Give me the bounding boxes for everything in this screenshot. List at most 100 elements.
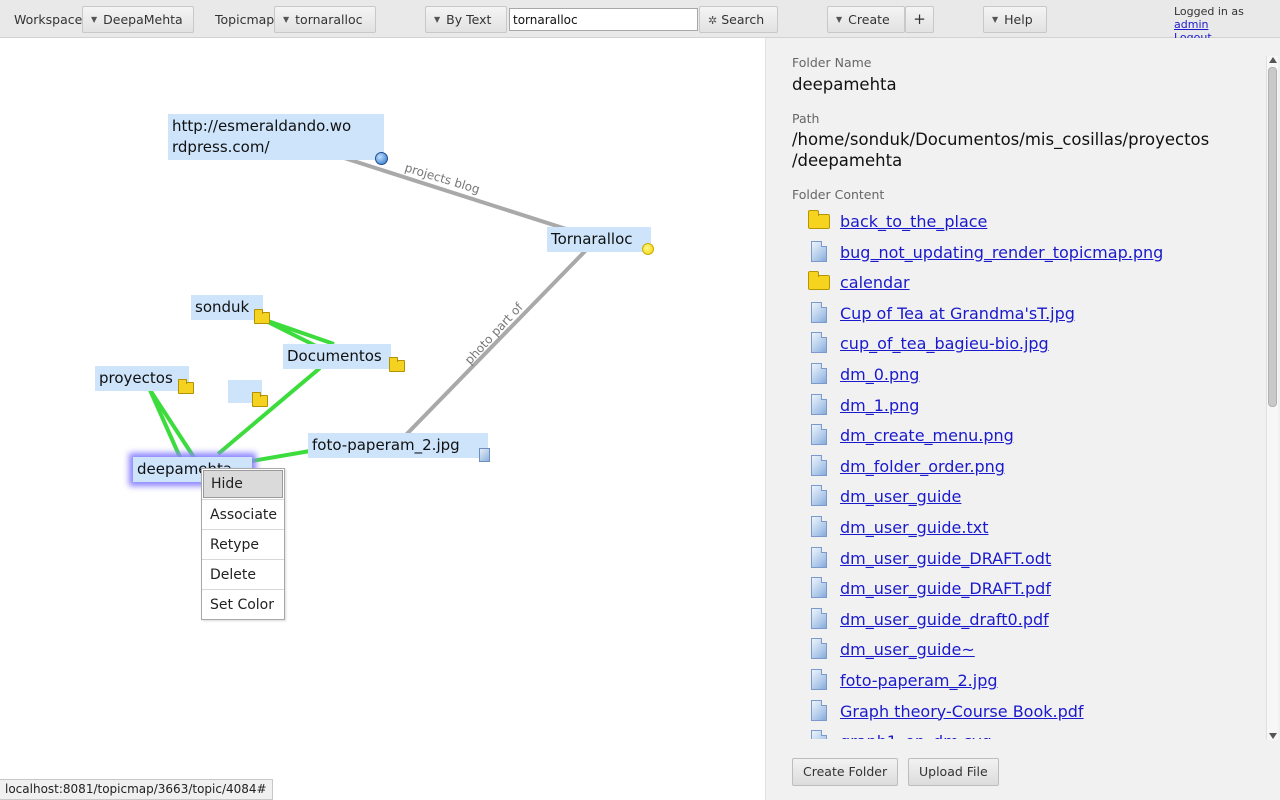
edge-photo-part-of[interactable]: [398, 242, 594, 443]
topicmap-canvas[interactable]: projects blog photo part of http://esmer…: [0, 38, 765, 800]
dropdown-triangle-icon: ▼: [434, 15, 441, 24]
folder-icon: [254, 309, 270, 324]
folder-content-link[interactable]: dm_user_guide~: [840, 640, 975, 660]
folder-content-link[interactable]: back_to_the_place: [840, 212, 988, 231]
user-link[interactable]: admin: [1174, 18, 1209, 31]
folder-icon: [389, 357, 405, 372]
search-mode-label: By Text: [446, 12, 492, 27]
workspace-select-label: DeepaMehta: [103, 12, 183, 27]
topic-tornaralloc[interactable]: Tornaralloc: [547, 227, 651, 252]
scroll-down-arrow-icon[interactable]: [1269, 733, 1277, 739]
search-button-label: Search: [721, 12, 765, 27]
dropdown-triangle-icon: ▼: [283, 15, 290, 24]
folder-content-link[interactable]: bug_not_updating_render_topicmap.png: [840, 242, 1164, 262]
path-value-line1: /home/sonduk/Documentos/mis_cosillas/pro…: [792, 130, 1210, 149]
edge-documentos-deepamehta[interactable]: [216, 366, 322, 456]
menu-item-hide[interactable]: Hide: [203, 470, 283, 498]
create-select[interactable]: ▼Create: [827, 6, 905, 33]
folder-content-link[interactable]: cup_of_tea_bagieu-bio.jpg: [840, 334, 1049, 354]
workspace-select[interactable]: ▼DeepaMehta: [82, 6, 194, 33]
topic-proyectos[interactable]: proyectos: [95, 366, 189, 391]
folder-content-item[interactable]: cup_of_tea_bagieu-bio.jpg: [792, 328, 1262, 359]
file-icon: [811, 485, 827, 507]
folder-content-link[interactable]: dm_user_guide_DRAFT.odt: [840, 548, 1052, 568]
folder-content-item[interactable]: dm_create_menu.png: [792, 420, 1262, 451]
upload-file-button[interactable]: Upload File: [908, 758, 999, 786]
file-icon: [811, 424, 827, 446]
folder-content-link[interactable]: dm_user_guide.txt: [840, 517, 989, 537]
menu-item-retype[interactable]: Retype: [202, 529, 284, 559]
menu-item-delete[interactable]: Delete: [202, 559, 284, 589]
scroll-up-arrow-icon[interactable]: [1269, 57, 1277, 63]
logged-in-text: Logged in as: [1174, 5, 1244, 18]
search-input[interactable]: [509, 8, 698, 31]
edge-proyectos-deepamehta-2[interactable]: [148, 389, 185, 465]
folder-content-link[interactable]: Cup of Tea at Grandma'sT.jpg: [840, 303, 1075, 323]
search-mode-select[interactable]: ▼ By Text: [425, 6, 507, 33]
file-icon: [811, 730, 827, 739]
topicmap-select-label: tornaralloc: [295, 12, 363, 27]
folder-content-item[interactable]: dm_folder_order.png: [792, 451, 1262, 482]
folder-content-item[interactable]: dm_user_guide_draft0.pdf: [792, 604, 1262, 635]
folder-icon: [178, 379, 194, 394]
folder-content-item[interactable]: foto-paperam_2.jpg: [792, 665, 1262, 696]
topic-sonduk[interactable]: sonduk: [191, 295, 263, 320]
folder-content-item[interactable]: dm_0.png: [792, 359, 1262, 390]
folder-content-item[interactable]: dm_user_guide: [792, 481, 1262, 512]
folder-content-item[interactable]: Graph theory-Course Book.pdf: [792, 696, 1262, 727]
folder-content-link[interactable]: calendar: [840, 273, 910, 293]
folder-name-label: Folder Name: [792, 55, 872, 70]
file-icon: [811, 699, 827, 721]
workspace-label: Workspace: [14, 12, 83, 27]
path-label: Path: [792, 111, 820, 126]
file-icon: [811, 301, 827, 323]
edge-projects-blog[interactable]: [337, 154, 586, 237]
folder-content-item[interactable]: dm_1.png: [792, 390, 1262, 421]
file-icon: [811, 362, 827, 384]
folder-content-item[interactable]: dm_user_guide.txt: [792, 512, 1262, 543]
file-icon: [811, 546, 827, 568]
search-button[interactable]: ✲Search: [699, 6, 778, 33]
folder-content-item[interactable]: calendar: [792, 267, 1262, 298]
help-menu[interactable]: ▼Help: [983, 6, 1047, 33]
file-icon: [811, 515, 827, 537]
folder-content-link[interactable]: dm_user_guide_DRAFT.pdf: [840, 579, 1051, 599]
folder-content-link[interactable]: Graph theory-Course Book.pdf: [840, 701, 1084, 721]
folder-content-link[interactable]: dm_create_menu.png: [840, 426, 1014, 446]
folder-content-link[interactable]: dm_0.png: [840, 364, 920, 384]
topicmap-select[interactable]: ▼ tornaralloc: [274, 6, 376, 33]
folder-content-list[interactable]: back_to_the_place bug_not_updating_render…: [792, 206, 1262, 739]
folder-content-link[interactable]: foto-paperam_2.jpg: [840, 670, 998, 690]
topic-documentos[interactable]: Documentos: [283, 344, 391, 369]
folder-content-link[interactable]: dm_1.png: [840, 395, 920, 415]
edge-deepamehta-foto[interactable]: [251, 449, 311, 463]
folder-content-link[interactable]: dm_folder_order.png: [840, 456, 1005, 476]
folder-content-item[interactable]: graph1_en_dm.svg: [792, 726, 1262, 739]
menu-item-associate[interactable]: Associate: [202, 499, 284, 529]
folder-content-item[interactable]: dm_user_guide~: [792, 634, 1262, 665]
folder-content-link[interactable]: graph1_en_dm.svg: [840, 732, 992, 739]
folder-content-label: Folder Content: [792, 187, 885, 202]
topicmap-label: Topicmap: [215, 12, 275, 27]
folder-content-item[interactable]: bug_not_updating_render_topicmap.png: [792, 237, 1262, 268]
gear-icon: ✲: [708, 14, 718, 27]
folder-content-item[interactable]: back_to_the_place: [792, 206, 1262, 237]
scrollbar-thumb[interactable]: [1268, 67, 1277, 407]
folder-icon: [808, 210, 830, 229]
folder-content-item[interactable]: dm_user_guide_DRAFT.pdf: [792, 573, 1262, 604]
menu-item-set-color[interactable]: Set Color: [202, 589, 284, 619]
topic-blog-url[interactable]: http://esmeraldando.wo rdpress.com/: [168, 114, 384, 160]
folder-content-link[interactable]: dm_user_guide: [840, 487, 962, 507]
association-edges: projects blog photo part of: [148, 154, 594, 465]
create-folder-button[interactable]: Create Folder: [792, 758, 899, 786]
folder-content-item[interactable]: Cup of Tea at Grandma'sT.jpg: [792, 298, 1262, 329]
panel-scrollbar[interactable]: [1266, 56, 1278, 740]
edge-proyectos-deepamehta[interactable]: [148, 388, 199, 464]
create-select-label: Create: [848, 12, 890, 27]
file-icon: [811, 454, 827, 476]
folder-content-item[interactable]: dm_user_guide_DRAFT.odt: [792, 543, 1262, 574]
folder-content-link[interactable]: dm_user_guide_draft0.pdf: [840, 609, 1049, 629]
web-resource-icon: [375, 152, 388, 165]
create-plus-button[interactable]: +: [905, 6, 934, 33]
topic-foto-paperam[interactable]: foto-paperam_2.jpg: [308, 433, 488, 458]
